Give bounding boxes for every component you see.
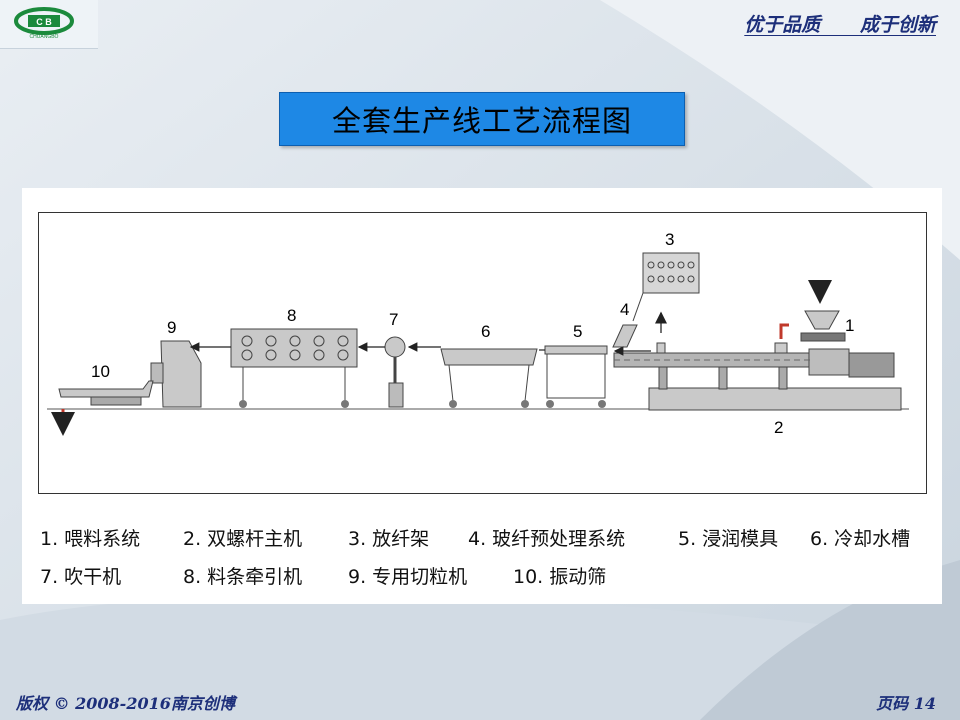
- label-3: 3: [665, 230, 674, 249]
- legend-item-2: 2. 双螺杆主机: [183, 528, 303, 550]
- page-title-box: 全套生产线工艺流程图: [279, 92, 685, 146]
- legend-item-9: 9. 专用切粒机: [348, 566, 468, 588]
- impregnation-die: [544, 345, 608, 408]
- svg-text:C B: C B: [36, 17, 52, 27]
- label-7: 7: [389, 310, 398, 329]
- legend-row-1: 1. 喂料系统 2. 双螺杆主机 3. 放纤架 4. 玻纤预处理系统 5. 浸润…: [40, 520, 910, 558]
- glass-fiber-pretreatment: [612, 311, 667, 354]
- slogan: 优于品质 成于创新: [744, 14, 936, 36]
- label-1: 1: [845, 316, 854, 335]
- pelletizer: [150, 340, 202, 408]
- legend-item-5: 5. 浸润模具: [678, 528, 779, 550]
- page-number: 页码 14: [876, 694, 936, 713]
- legend-item-8: 8. 料条牵引机: [183, 566, 303, 588]
- legend-item-6: 6. 冷却水槽: [810, 528, 911, 550]
- process-flow-diagram: 2 1 3: [38, 212, 927, 494]
- label-10: 10: [91, 362, 110, 381]
- legend-item-10: 10. 振动筛: [513, 566, 607, 588]
- company-logo: C B CHUANGBO: [0, 0, 98, 49]
- legend-item-1: 1. 喂料系统: [40, 528, 141, 550]
- feeding-system: [779, 280, 846, 342]
- label-4: 4: [620, 300, 629, 319]
- copyright: 版权 © 2008-2016南京创博: [16, 694, 235, 713]
- legend-item-7: 7. 吹干机: [40, 566, 122, 588]
- label-8: 8: [287, 306, 296, 325]
- label-2: 2: [774, 418, 783, 437]
- label-9: 9: [167, 318, 176, 337]
- svg-text:CHUANGBO: CHUANGBO: [30, 34, 59, 40]
- page-title: 全套生产线工艺流程图: [331, 104, 632, 138]
- legend-item-4: 4. 玻纤预处理系统: [468, 528, 626, 550]
- twin-screw-extruder: [613, 342, 902, 411]
- strand-puller: [230, 328, 358, 408]
- fiber-creel: [632, 252, 700, 322]
- cooling-water-tank: [440, 348, 538, 408]
- legend-row-2: 7. 吹干机 8. 料条牵引机 9. 专用切粒机 10. 振动筛: [40, 558, 910, 596]
- label-5: 5: [573, 322, 582, 341]
- blow-dryer: [384, 336, 406, 408]
- legend: 1. 喂料系统 2. 双螺杆主机 3. 放纤架 4. 玻纤预处理系统 5. 浸润…: [40, 520, 910, 596]
- content-panel: 2 1 3: [22, 188, 942, 604]
- vibrating-screen: [51, 380, 154, 436]
- label-6: 6: [481, 322, 490, 341]
- legend-item-3: 3. 放纤架: [348, 528, 430, 550]
